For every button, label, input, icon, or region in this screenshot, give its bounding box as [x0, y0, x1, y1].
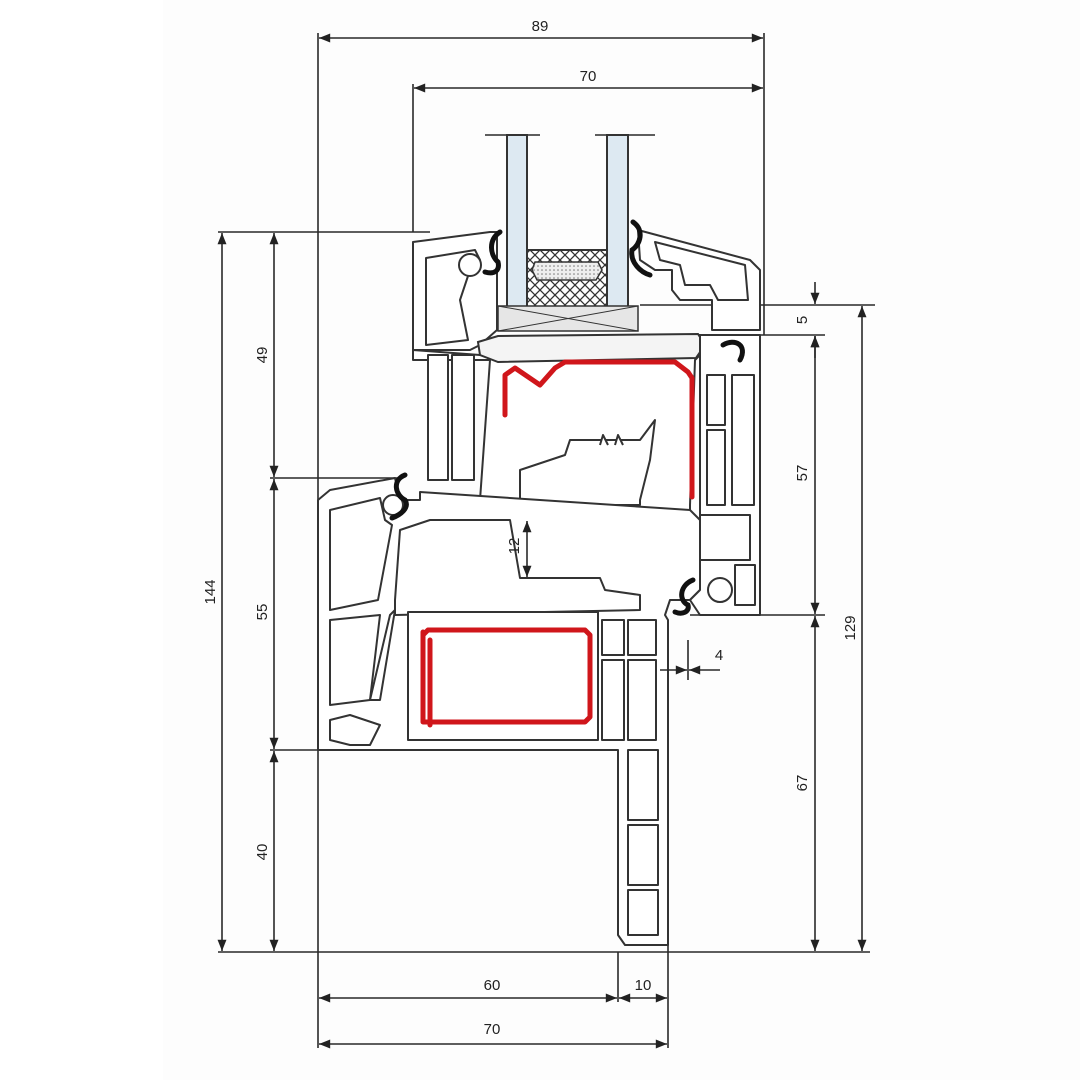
dim-left-middle: 55 — [254, 604, 271, 621]
dim-top-overall: 89 — [532, 18, 549, 35]
sash-reinforcement — [502, 359, 695, 500]
dim-top-sash: 70 — [580, 68, 597, 85]
glazing — [485, 134, 655, 332]
dimension-lines — [217, 33, 867, 1049]
dim-right-small: 5 — [794, 316, 811, 324]
dim-left-overall: 144 — [202, 579, 219, 604]
frame-profile — [317, 253, 761, 946]
dim-left-upper: 49 — [254, 347, 271, 364]
dim-right-upper: 57 — [794, 465, 811, 482]
dim-offset: 4 — [715, 647, 723, 664]
dim-bottom-small: 10 — [635, 977, 652, 994]
sash-profile — [412, 229, 761, 521]
dim-overlap-gap: 12 — [506, 538, 523, 555]
dim-bottom-main: 60 — [484, 977, 501, 994]
dim-bottom-overall: 70 — [484, 1021, 501, 1038]
dim-right-overall: 129 — [842, 615, 859, 640]
gaskets — [389, 219, 745, 616]
dim-right-lower: 67 — [794, 775, 811, 792]
dim-left-lower: 40 — [254, 844, 271, 861]
frame-reinforcement — [420, 627, 593, 728]
